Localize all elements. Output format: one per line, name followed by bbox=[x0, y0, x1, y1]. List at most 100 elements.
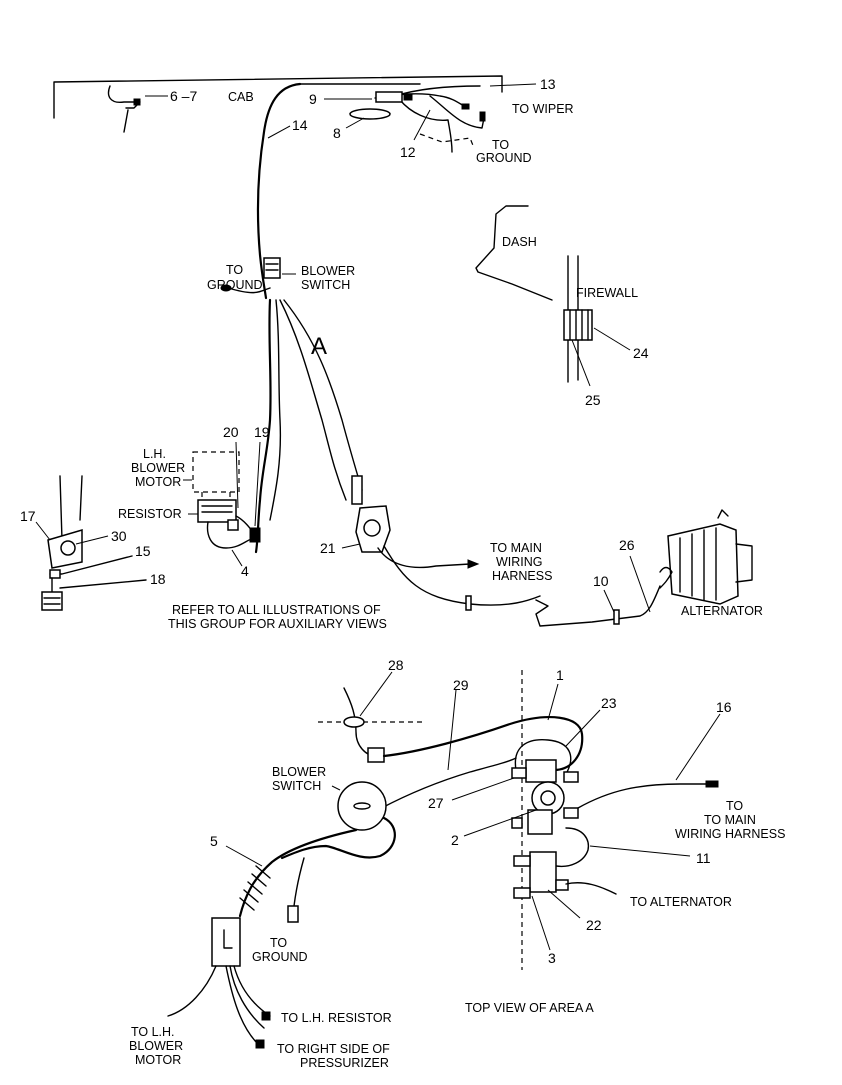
leader-2 bbox=[463, 809, 537, 837]
connector-19 bbox=[249, 527, 261, 543]
wire-to-alternator-b bbox=[565, 882, 617, 895]
wiper-terminal bbox=[461, 103, 470, 110]
blower-switch-top-knob bbox=[353, 802, 371, 810]
leader-16 bbox=[675, 713, 721, 781]
dome-light-wire bbox=[107, 85, 141, 103]
connector-9-plug bbox=[403, 93, 413, 101]
callout-14: 14 bbox=[292, 117, 308, 133]
label-to-main-harness-2: WIRING bbox=[496, 555, 543, 569]
label-to-ground-b-1: TO bbox=[270, 936, 287, 950]
callout-27: 27 bbox=[428, 795, 444, 811]
wire-11 bbox=[555, 827, 590, 868]
callout-13: 13 bbox=[540, 76, 556, 92]
resistor bbox=[197, 499, 237, 523]
wire-extra bbox=[229, 965, 265, 1029]
ground-terminal-b bbox=[287, 905, 299, 923]
leader-10 bbox=[603, 589, 615, 613]
callout-4: 4 bbox=[241, 563, 249, 579]
callout-18: 18 bbox=[150, 571, 166, 587]
label-blower-switch-1: BLOWER bbox=[301, 264, 355, 278]
leader-14 bbox=[267, 125, 291, 139]
sleeve-10 bbox=[613, 609, 620, 625]
harness-branch-right-b bbox=[283, 299, 363, 491]
label-area-a: A bbox=[311, 333, 327, 360]
wire-sleeve-1 bbox=[465, 595, 472, 611]
blower-switch-top bbox=[337, 781, 387, 831]
label-blower-switch-2: SWITCH bbox=[301, 278, 350, 292]
switch-terminal-27 bbox=[511, 767, 527, 779]
leader-20 bbox=[235, 441, 239, 509]
callout-19: 19 bbox=[254, 424, 270, 440]
harness-14 bbox=[256, 82, 302, 300]
label-resistor: RESISTOR bbox=[118, 507, 182, 521]
leader-blower-switch-b bbox=[331, 785, 341, 791]
wire-23 bbox=[514, 739, 572, 775]
label-lh-blower-motor-3: MOTOR bbox=[135, 475, 181, 489]
leader-28 bbox=[359, 671, 393, 717]
dome-light-bracket bbox=[123, 103, 139, 133]
callout-23: 23 bbox=[601, 695, 617, 711]
dome-light-clip bbox=[133, 98, 141, 106]
connector-20 bbox=[227, 519, 239, 531]
leader-21 bbox=[341, 543, 361, 549]
wiper-wire-c bbox=[429, 95, 485, 129]
callout-10: 10 bbox=[593, 573, 609, 589]
grommet-8 bbox=[349, 108, 391, 120]
label-to-main-b-2: TO MAIN bbox=[704, 813, 756, 827]
callout-3: 3 bbox=[548, 950, 556, 966]
alternator-mount bbox=[717, 509, 729, 519]
leader-8 bbox=[345, 117, 365, 129]
leader-30 bbox=[75, 535, 109, 545]
label-to-lh-blower-1: TO L.H. bbox=[131, 1025, 175, 1039]
left-frame bbox=[59, 475, 83, 541]
callout-12: 12 bbox=[400, 144, 416, 160]
relay-terminal-top bbox=[513, 855, 531, 867]
leader-17 bbox=[35, 521, 51, 541]
label-to-lh-blower-2: BLOWER bbox=[129, 1039, 183, 1053]
label-to-ground-mid-2: GROUND bbox=[207, 278, 263, 292]
label-to-alternator: TO ALTERNATOR bbox=[630, 895, 732, 909]
leader-11 bbox=[589, 845, 691, 857]
harness-branch-left-b bbox=[269, 299, 282, 521]
callout-30: 30 bbox=[111, 528, 127, 544]
harness-5-wrap bbox=[239, 865, 271, 911]
connector-ribs bbox=[265, 263, 279, 271]
label-lh-blower-motor-2: BLOWER bbox=[131, 461, 185, 475]
connector-9 bbox=[375, 91, 403, 103]
wire-break bbox=[535, 585, 661, 627]
refer-note-1: REFER TO ALL ILLUSTRATIONS OF bbox=[172, 603, 381, 617]
leader-19 bbox=[254, 441, 261, 527]
label-to-main-b-1: TO bbox=[726, 799, 743, 813]
ground-wire-b bbox=[293, 857, 305, 907]
harness-5 bbox=[280, 816, 396, 860]
cable-18-end bbox=[41, 591, 63, 611]
callout-8: 8 bbox=[333, 125, 341, 141]
label-to-main-harness-1: TO MAIN bbox=[490, 541, 542, 555]
leader-5 bbox=[225, 845, 263, 867]
leader-29 bbox=[447, 689, 457, 771]
callout-6-7: 6 –7 bbox=[170, 88, 197, 104]
label-top-view: TOP VIEW OF AREA A bbox=[465, 1001, 594, 1015]
wire-to-lh-resistor bbox=[233, 965, 271, 1017]
label-lh-blower-motor-1: L.H. bbox=[143, 447, 166, 461]
callout-20: 20 bbox=[223, 424, 239, 440]
callout-29: 29 bbox=[453, 677, 469, 693]
label-alternator: ALTERNATOR bbox=[681, 604, 763, 618]
label-to-ground-top-1: TO bbox=[492, 138, 509, 152]
ground-terminal-mid bbox=[220, 284, 232, 292]
label-to-pressurizer-1: TO RIGHT SIDE OF bbox=[277, 1042, 390, 1056]
label-firewall: FIREWALL bbox=[576, 286, 638, 300]
leader-4 bbox=[231, 549, 243, 567]
relay-terminal-right bbox=[555, 879, 569, 891]
callout-22: 22 bbox=[586, 917, 602, 933]
leader-1 bbox=[547, 683, 559, 721]
switch-bracket bbox=[351, 475, 363, 505]
wire-16-end bbox=[705, 780, 719, 788]
relay-terminal-bottom bbox=[513, 887, 531, 899]
clip-28 bbox=[343, 716, 365, 728]
clamp-15-body bbox=[49, 569, 61, 579]
cab-outline bbox=[53, 75, 503, 119]
cable-18-hatch bbox=[43, 597, 61, 605]
label-blower-switch-b-1: BLOWER bbox=[272, 765, 326, 779]
alternator-fins bbox=[679, 527, 717, 601]
